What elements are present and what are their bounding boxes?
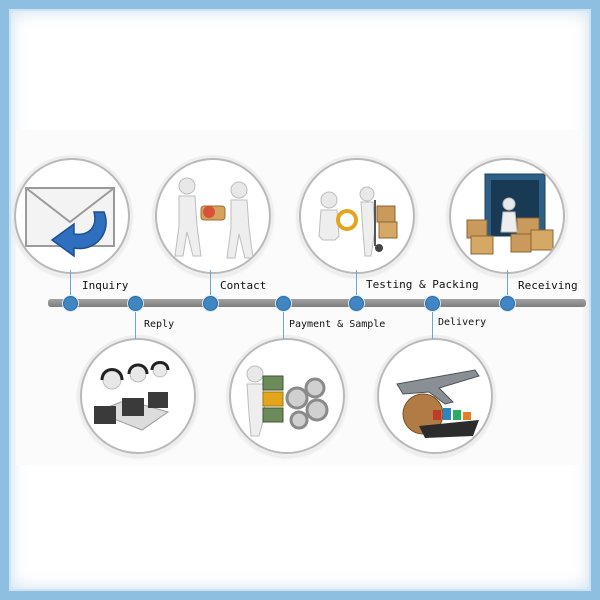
payment-sample-label: Payment & Sample [289, 319, 386, 330]
reply-connector [135, 307, 136, 339]
inquiry-label: Inquiry [82, 279, 129, 292]
contact-label: Contact [220, 279, 267, 292]
testing-connector [356, 270, 357, 300]
contact-connector [210, 270, 211, 300]
inquiry-connector [70, 270, 71, 300]
delivery-node [425, 296, 440, 311]
handshake-people-icon [174, 177, 254, 259]
container-boxes-icon [466, 173, 554, 255]
timeline-bar [48, 299, 586, 307]
inquiry-circle [14, 158, 130, 274]
reply-label: Reply [144, 319, 175, 330]
reply-circle [80, 338, 196, 454]
plane-ship-globe-icon [396, 369, 480, 438]
payment-node [276, 296, 291, 311]
call-center-icon [94, 361, 170, 431]
payment-connector [283, 307, 284, 339]
receiving-circle [449, 158, 565, 274]
contact-node [203, 296, 218, 311]
contact-circle [155, 158, 271, 274]
inspection-cart-icon [318, 186, 398, 257]
receiving-label: Receiving [518, 279, 578, 292]
reply-node [128, 296, 143, 311]
delivery-label: Delivery [438, 317, 487, 328]
receiving-connector [507, 270, 508, 300]
testing-node [349, 296, 364, 311]
money-gears-icon [246, 365, 329, 437]
delivery-circle [377, 338, 493, 454]
testing-packing-label: Testing & Packing [366, 278, 479, 291]
envelope-arrow-icon [25, 187, 115, 258]
testing-packing-circle [299, 158, 415, 274]
inquiry-node [63, 296, 78, 311]
receiving-node [500, 296, 515, 311]
delivery-connector [432, 307, 433, 339]
payment-sample-circle [229, 338, 345, 454]
